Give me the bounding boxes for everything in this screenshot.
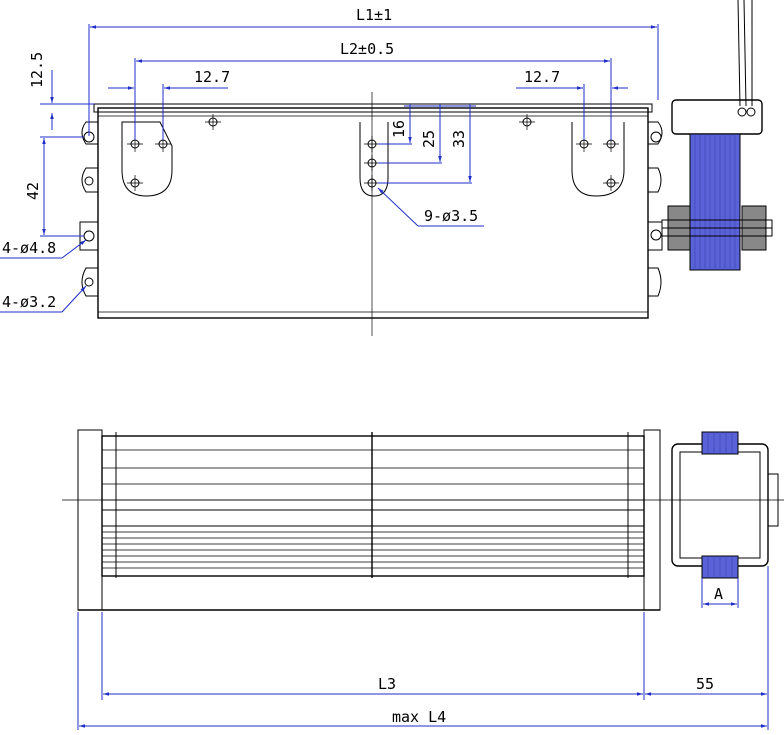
left-lobe-4 xyxy=(81,267,98,297)
left-hole-4 xyxy=(84,277,94,287)
label-42: 42 xyxy=(24,182,42,200)
motor-wires xyxy=(737,0,753,107)
side-view xyxy=(62,429,784,730)
tab-right xyxy=(571,122,625,197)
rotor-body xyxy=(101,435,645,577)
motor-top xyxy=(661,0,773,271)
label-l3: L3 xyxy=(378,675,396,693)
motor-side xyxy=(671,431,779,579)
label-l1: L1±1 xyxy=(356,6,392,24)
right-hole-1 xyxy=(650,131,662,143)
label-16: 16 xyxy=(390,120,408,138)
label-holes-4-48: 4-ø4.8 xyxy=(2,239,56,257)
top-flange xyxy=(93,103,653,113)
top-housing-outline xyxy=(97,107,649,319)
right-lobe-2 xyxy=(648,167,662,193)
right-lobe-4 xyxy=(648,267,662,297)
label-12-5: 12.5 xyxy=(28,52,46,88)
hole-group xyxy=(127,114,619,191)
left-hole-3 xyxy=(83,230,95,242)
label-12-7-right: 12.7 xyxy=(524,68,560,86)
left-hole-2 xyxy=(84,176,94,186)
right-lobe-3 xyxy=(648,221,663,251)
left-lobe-2 xyxy=(81,167,98,193)
top-view xyxy=(0,0,773,336)
label-holes-4-32: 4-ø3.2 xyxy=(2,293,56,311)
label-holes-9-35: 9-ø3.5 xyxy=(424,207,478,225)
label-25: 25 xyxy=(420,130,438,148)
label-33: 33 xyxy=(450,130,468,148)
label-55: 55 xyxy=(696,675,714,693)
label-l2: L2±0.5 xyxy=(340,40,394,58)
right-lobe-1 xyxy=(648,121,663,145)
tab-left xyxy=(121,121,173,197)
right-hole-2 xyxy=(650,229,662,241)
label-a: A xyxy=(714,585,723,603)
tab-center xyxy=(359,122,389,197)
base-plate xyxy=(101,575,645,611)
right-end-plate xyxy=(643,429,661,611)
label-12-7-left: 12.7 xyxy=(194,68,230,86)
label-l4: max L4 xyxy=(392,708,446,726)
left-lobe-1 xyxy=(81,121,98,145)
left-end-plate xyxy=(77,429,103,611)
